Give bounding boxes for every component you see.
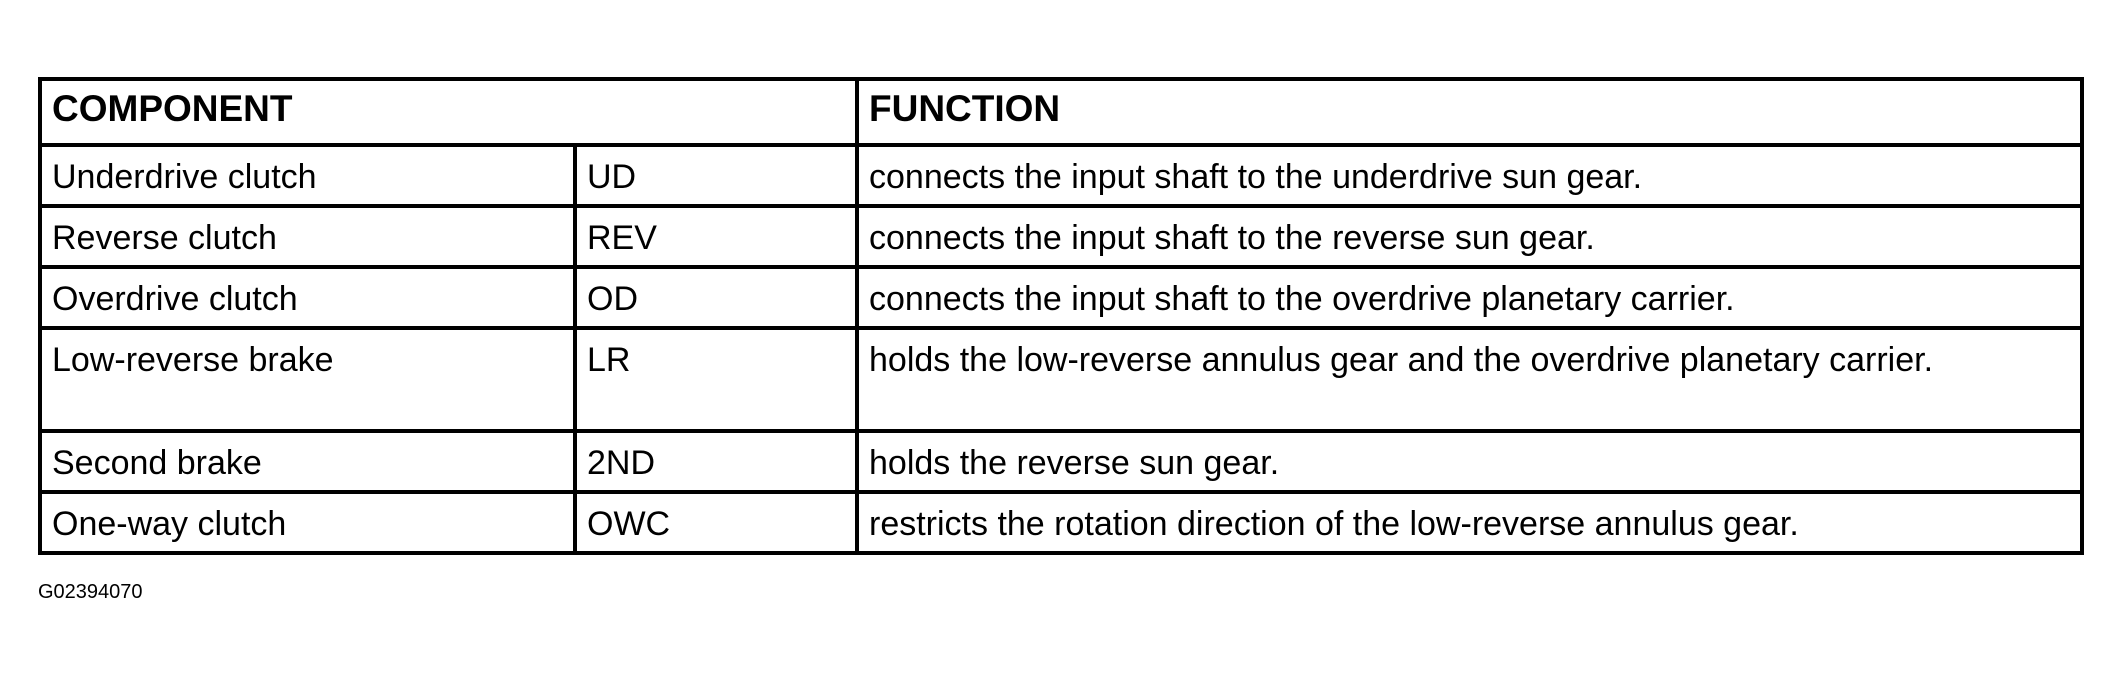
table-row: Underdrive clutch UD connects the input … (38, 143, 2084, 208)
component-function-cell: connects the input shaft to the underdri… (855, 143, 2084, 208)
table-row: Reverse clutch REV connects the input sh… (38, 204, 2084, 269)
component-name-cell: Underdrive clutch (38, 143, 577, 208)
component-function-cell: holds the reverse sun gear. (855, 429, 2084, 494)
header-function: FUNCTION (855, 77, 2084, 147)
component-function-cell: restricts the rotation direction of the … (855, 490, 2084, 555)
table-header-row: COMPONENT FUNCTION (38, 77, 2084, 147)
table-row: One-way clutch OWC restricts the rotatio… (38, 490, 2084, 555)
component-function-cell: holds the low-reverse annulus gear and t… (855, 326, 2084, 433)
component-name-cell: Overdrive clutch (38, 265, 577, 330)
header-component: COMPONENT (38, 77, 859, 147)
component-name-cell: One-way clutch (38, 490, 577, 555)
component-abbr-cell: OWC (573, 490, 859, 555)
component-abbr-cell: REV (573, 204, 859, 269)
table-row: Low-reverse brake LR holds the low-rever… (38, 326, 2084, 433)
component-function-cell: connects the input shaft to the reverse … (855, 204, 2084, 269)
component-name-cell: Reverse clutch (38, 204, 577, 269)
table-row: Overdrive clutch OD connects the input s… (38, 265, 2084, 330)
figure-id: G02394070 (38, 581, 143, 603)
component-abbr-cell: UD (573, 143, 859, 208)
component-abbr-cell: LR (573, 326, 859, 433)
component-abbr-cell: 2ND (573, 429, 859, 494)
component-function-cell: connects the input shaft to the overdriv… (855, 265, 2084, 330)
table-row: Second brake 2ND holds the reverse sun g… (38, 429, 2084, 494)
component-abbr-cell: OD (573, 265, 859, 330)
component-function-table-container: COMPONENT FUNCTION Underdrive clutch UD … (38, 77, 2084, 555)
component-name-cell: Low-reverse brake (38, 326, 577, 433)
component-function-table: COMPONENT FUNCTION Underdrive clutch UD … (38, 77, 2084, 555)
component-name-cell: Second brake (38, 429, 577, 494)
